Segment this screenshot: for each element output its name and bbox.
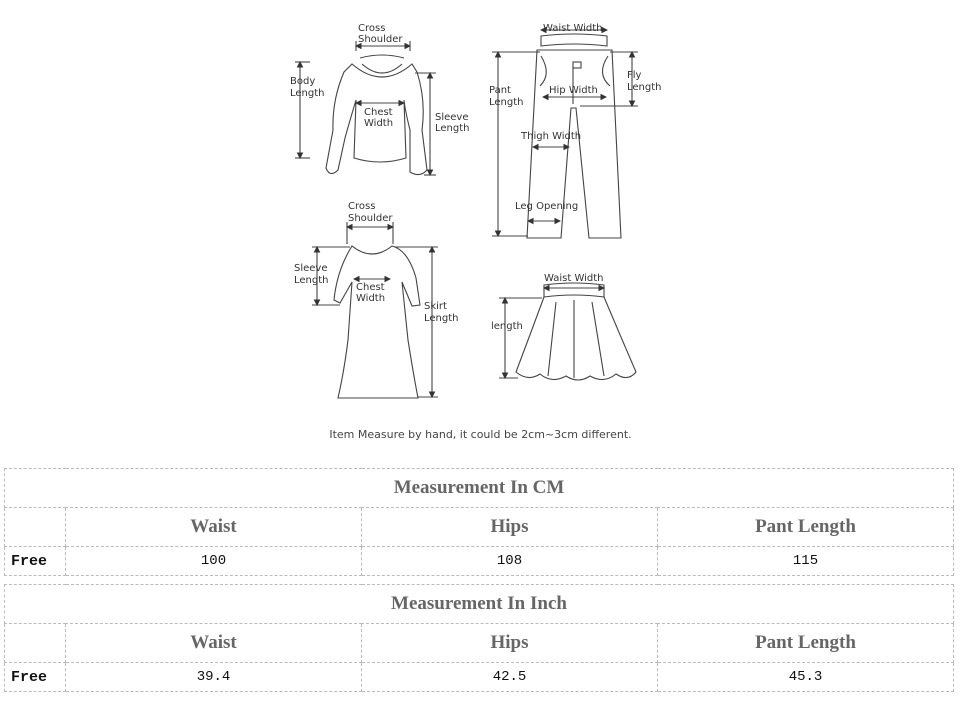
label-dress-cross-shoulder-2: Shoulder xyxy=(348,213,393,224)
pants-figure xyxy=(526,33,622,239)
sweater-figure xyxy=(325,54,428,176)
measurement-table-cm: Measurement In CM Waist Hips Pant Length… xyxy=(4,468,954,576)
measure-note: Item Measure by hand, it could be 2cm~3c… xyxy=(329,428,632,441)
label-sleeve-length-1: Sleeve xyxy=(435,112,469,123)
table-title: Measurement In Inch xyxy=(4,584,954,624)
label-pant-length-2: Length xyxy=(489,97,524,108)
header-waist: Waist xyxy=(65,507,362,547)
header-hips: Hips xyxy=(361,623,658,663)
value-waist: 100 xyxy=(65,546,362,576)
label-skirt-length-2: Length xyxy=(424,313,459,324)
skirt-figure xyxy=(515,282,637,381)
dress-figure xyxy=(333,245,421,399)
label-waist-width: Waist Width xyxy=(543,23,603,34)
label-skirt-length-1: Skirt xyxy=(424,301,447,312)
value-pant-length: 45.3 xyxy=(657,662,954,692)
skirt-labels: Waist Width length xyxy=(491,273,604,332)
label-dress-cross-shoulder-1: Cross xyxy=(348,201,375,212)
label-dress-sleeve-length-1: Sleeve xyxy=(294,263,328,274)
row-label-size: Free xyxy=(4,546,66,576)
label-dress-sleeve-length-2: Length xyxy=(294,275,329,286)
pants-labels: Waist Width Pant Length Hip Width Fly Le… xyxy=(489,23,662,212)
value-pant-length: 115 xyxy=(657,546,954,576)
label-sleeve-length-2: Length xyxy=(435,123,470,134)
label-leg-opening: Leg Opening xyxy=(515,201,578,212)
measurement-table-inch: Measurement In Inch Waist Hips Pant Leng… xyxy=(4,584,954,692)
label-chest-width-1: Chest xyxy=(364,107,393,118)
table-title: Measurement In CM xyxy=(4,468,954,508)
empty-header-cell xyxy=(4,507,66,547)
header-waist: Waist xyxy=(65,623,362,663)
row-label-size: Free xyxy=(4,662,66,692)
label-skirt-waist-width: Waist Width xyxy=(544,273,604,284)
empty-header-cell xyxy=(4,623,66,663)
label-fly-length-2: Length xyxy=(627,82,662,93)
label-skirt-length: length xyxy=(491,321,523,332)
dress-labels: Cross Shoulder Sleeve Length Chest Width… xyxy=(294,201,459,324)
label-dress-chest-width-1: Chest xyxy=(356,282,385,293)
label-cross-shoulder-2: Shoulder xyxy=(358,34,403,45)
size-guide-diagram: Cross Shoulder Body Length Chest Width S… xyxy=(290,23,662,399)
label-cross-shoulder-1: Cross xyxy=(358,23,385,34)
value-waist: 39.4 xyxy=(65,662,362,692)
label-hip-width: Hip Width xyxy=(549,85,598,96)
header-hips: Hips xyxy=(361,507,658,547)
label-pant-length-1: Pant xyxy=(489,85,511,96)
header-pant-length: Pant Length xyxy=(657,623,954,663)
header-pant-length: Pant Length xyxy=(657,507,954,547)
label-fly-length-1: Fly xyxy=(627,70,642,81)
label-dress-chest-width-2: Width xyxy=(356,293,385,304)
value-hips: 108 xyxy=(361,546,658,576)
label-chest-width-2: Width xyxy=(364,118,393,129)
label-body-length-1: Body xyxy=(290,76,315,87)
label-thigh-width: Thigh Width xyxy=(520,131,581,142)
sweater-labels: Cross Shoulder Body Length Chest Width S… xyxy=(290,23,470,134)
value-hips: 42.5 xyxy=(361,662,658,692)
label-body-length-2: Length xyxy=(290,88,325,99)
